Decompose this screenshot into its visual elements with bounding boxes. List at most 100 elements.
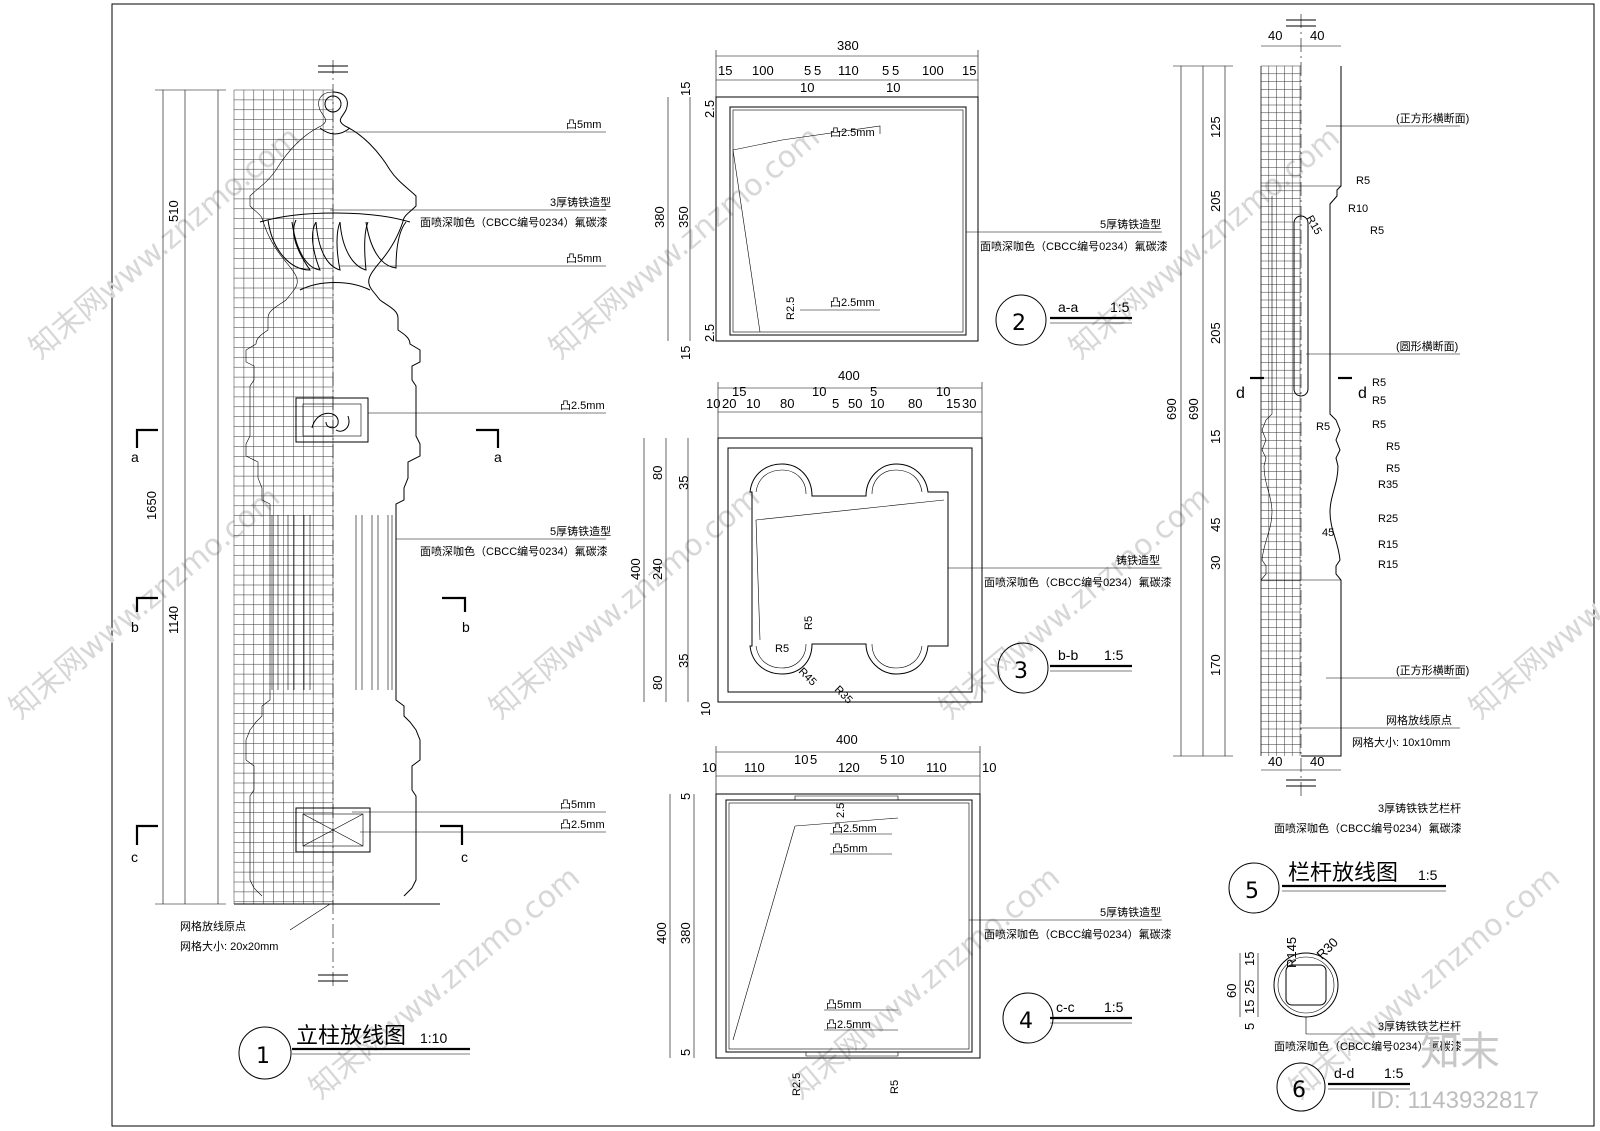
watermark-group: 知末网www.znzmo.com 知末网www.znzmo.com 知末网www…: [3, 120, 1600, 1106]
dim-label: 15: [678, 346, 693, 360]
note: 凸2.5mm: [560, 819, 605, 831]
dim-label: 5: [804, 63, 811, 78]
view2-dims: 380 15 100 5 5 110 5 5 100 15 10 10 380 …: [652, 38, 976, 360]
dim-label: R5: [1356, 175, 1370, 187]
note: 5厚铸铁造型: [1100, 217, 1161, 231]
dim-label: R35: [1378, 479, 1398, 491]
note: R2.5: [785, 297, 797, 320]
dim-total: 380: [837, 38, 859, 53]
dim-label: 60: [1224, 984, 1239, 998]
note: 3厚铸铁造型: [550, 195, 611, 209]
view1-column-elevation: 510 1650 1140 a a b b c c 凸5mm 3厚铸铁造型 面喷…: [131, 60, 611, 1080]
section-mark: d: [1358, 385, 1367, 402]
dim-label: 690: [1186, 398, 1201, 420]
view-scale: 1:5: [1418, 867, 1438, 883]
note: 面喷深咖色（CBCC编号0234）氟碳漆: [1274, 1039, 1462, 1053]
dim-label: 10: [794, 752, 808, 767]
dim-label: R5: [1372, 419, 1386, 431]
dim-label: 2.5: [702, 100, 717, 118]
note: 凸5mm: [566, 119, 601, 131]
note: 2.5: [835, 803, 847, 818]
column-flutes: [271, 515, 393, 690]
grid-origin-label: 网格放线原点: [180, 919, 246, 933]
note: 凸2.5mm: [830, 127, 875, 139]
dim-label: R5: [1316, 421, 1330, 433]
dim-label: 5: [678, 793, 693, 800]
dim-label: 45: [1322, 527, 1334, 539]
scroll-panel: [295, 397, 369, 443]
dim-label: R5: [1370, 225, 1384, 237]
dim-label: 205: [1208, 190, 1223, 212]
baluster-profile: [1301, 66, 1342, 757]
column-profile: [332, 91, 421, 897]
dim-label: 100: [752, 63, 774, 78]
view-title: 立柱放线图: [296, 1024, 406, 1049]
note: 面喷深咖色（CBCC编号0234）氟碳漆: [420, 215, 608, 229]
dim-label: 5: [814, 63, 821, 78]
dim-label: R145: [1284, 937, 1299, 968]
dim-label: 10: [886, 80, 900, 95]
view-number: 3: [1014, 659, 1028, 684]
watermark: 知末网www.znzmo.com: [303, 860, 587, 1106]
dim-label: 100: [922, 63, 944, 78]
watermark: 知末网www.znzmo.com: [543, 120, 827, 366]
id-label: ID: 1143932817: [1370, 1087, 1539, 1114]
dim-label: 50: [848, 396, 862, 411]
dim-label: 10: [746, 396, 760, 411]
dim-label: 40: [1268, 754, 1282, 769]
dim-label: 40: [1310, 28, 1324, 43]
dim-label: R15: [1378, 559, 1398, 571]
grid-size-label: 网格大小: 20x20mm: [180, 939, 278, 953]
dim-label: 40: [1268, 28, 1282, 43]
note: R5: [775, 643, 789, 655]
fluted-profile: [749, 463, 949, 675]
view-label: a-a: [1058, 299, 1078, 315]
view-number: 1: [256, 1044, 270, 1069]
dim-label: 15: [732, 384, 746, 399]
dim-label: 5: [882, 63, 889, 78]
dim-label: R30: [1314, 935, 1341, 962]
dim-label: R5: [1386, 441, 1400, 453]
dim-label: 5: [1242, 1023, 1257, 1030]
dim-label: 80: [650, 466, 665, 480]
section-mark: b: [462, 619, 470, 635]
dim-label: 15: [946, 396, 960, 411]
dim-label: 5: [880, 752, 887, 767]
note: R35: [832, 684, 855, 707]
dim-label: R5: [1372, 395, 1386, 407]
dim-label: 15: [1242, 1000, 1257, 1014]
dim-label: 2.5: [702, 324, 717, 342]
section-mark: c: [461, 849, 468, 865]
grid-origin-label: 网格放线原点: [1386, 713, 1452, 727]
dim-label: 80: [780, 396, 794, 411]
watermark: 知末网www.znzmo.com: [483, 480, 767, 726]
dim-label: 40: [1310, 754, 1324, 769]
watermark: 知末网www.znzmo.com: [23, 120, 307, 366]
dim-label: 5: [810, 752, 817, 767]
watermark: 知末网www.znzmo.com: [783, 860, 1067, 1106]
view1-dims: 510 1650 1140: [144, 200, 181, 634]
dim-label: 10: [800, 80, 814, 95]
dim-label: 10: [870, 396, 884, 411]
view-scale: 1:10: [420, 1030, 447, 1046]
section-label: (正方形横断面): [1396, 111, 1469, 125]
dim-label: 380: [652, 206, 667, 228]
view6-section-dd: R145 R30 60 15 25 15 5 3厚铸铁铁艺栏杆 面喷深咖色（CB…: [1224, 935, 1462, 1112]
note: 凸2.5mm: [830, 297, 875, 309]
dim-label: 120: [838, 760, 860, 775]
note: R5: [803, 616, 815, 630]
dim-label: 1140: [166, 606, 181, 634]
dim-label: 30: [1208, 556, 1223, 570]
dim-label: 1650: [144, 491, 159, 520]
dim-label: 380: [678, 922, 693, 944]
view3-section-bb: 400 10 20 15 10 80 10 5 50 5 10 80 10 15…: [628, 368, 1172, 716]
dim-label: R15: [1378, 539, 1398, 551]
dim-label: 125: [1208, 116, 1223, 138]
dim-label: 10: [698, 702, 713, 716]
view2-section-aa: 380 15 100 5 5 110 5 5 100 15 10 10 380 …: [652, 38, 1168, 360]
view-number: 6: [1292, 1078, 1306, 1103]
cross-panel: [295, 807, 371, 853]
dim-label: R10: [1348, 203, 1368, 215]
dim-label: R25: [1378, 513, 1398, 525]
